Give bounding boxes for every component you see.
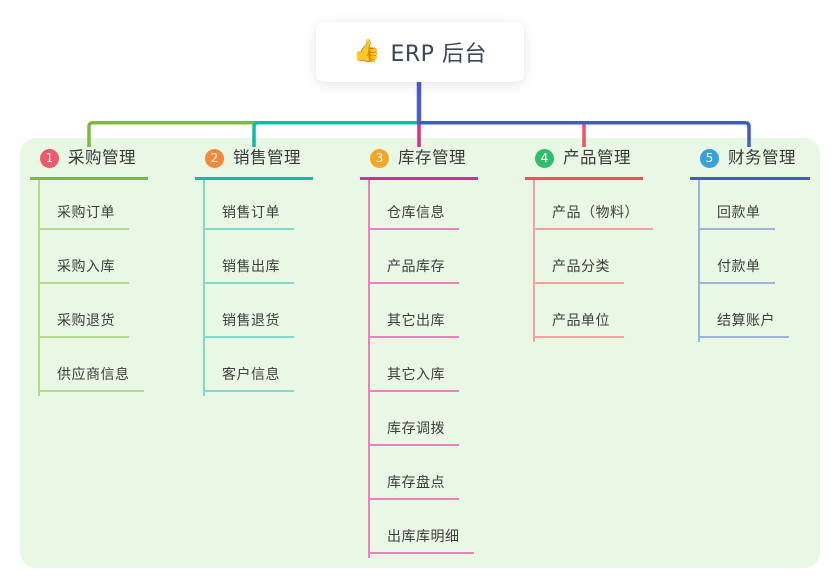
- leaf-label[interactable]: 产品分类: [533, 256, 624, 284]
- leaf-label[interactable]: 采购订单: [38, 202, 129, 230]
- branch-items-product: 产品（物料） 产品分类 产品单位: [533, 176, 653, 342]
- branch-items-sales: 销售订单 销售出库 销售退货 客户信息: [203, 176, 294, 396]
- leaf-label[interactable]: 采购入库: [38, 256, 129, 284]
- leaf-label[interactable]: 付款单: [698, 256, 775, 284]
- root-title: ERP 后台: [390, 42, 487, 67]
- leaf-node: 付款单: [698, 230, 789, 284]
- leaf-label[interactable]: 产品库存: [368, 256, 459, 284]
- leaf-node: 其它出库: [368, 284, 474, 338]
- modules-panel: [20, 138, 820, 568]
- leaf-node: 客户信息: [203, 338, 294, 392]
- leaf-label[interactable]: 其它入库: [368, 364, 459, 392]
- branch-header-product[interactable]: 4 产品管理: [525, 146, 643, 180]
- leaf-label[interactable]: 仓库信息: [368, 202, 459, 230]
- branch-title: 库存管理: [398, 148, 466, 167]
- branch-header-finance[interactable]: 5 财务管理: [690, 146, 810, 180]
- branch-number-badge: 5: [700, 148, 719, 168]
- leaf-node: 采购订单: [38, 176, 144, 230]
- leaf-label[interactable]: 产品单位: [533, 310, 624, 338]
- leaf-node: 回款单: [698, 176, 789, 230]
- branch-number-badge: 4: [535, 148, 554, 168]
- leaf-node: 采购入库: [38, 230, 144, 284]
- leaf-node: 采购退货: [38, 284, 144, 338]
- branch-title: 销售管理: [233, 148, 301, 167]
- leaf-node: 库存调拨: [368, 392, 474, 446]
- branch-vertical-line: [368, 180, 370, 558]
- leaf-node: 出库库明细: [368, 500, 474, 554]
- leaf-node: 产品分类: [533, 230, 653, 284]
- leaf-node: 产品库存: [368, 230, 474, 284]
- leaf-node: 结算账户: [698, 284, 789, 338]
- branch-vertical-line: [38, 180, 40, 396]
- branch-header-sales[interactable]: 2 销售管理: [195, 146, 313, 180]
- branch-header-procurement[interactable]: 1 采购管理: [30, 146, 148, 180]
- leaf-label[interactable]: 库存盘点: [368, 472, 459, 500]
- branch-number-badge: 2: [205, 148, 224, 168]
- branch-vertical-line: [533, 180, 535, 342]
- leaf-label[interactable]: 销售退货: [203, 310, 294, 338]
- leaf-label[interactable]: 客户信息: [203, 364, 294, 392]
- leaf-node: 销售订单: [203, 176, 294, 230]
- branch-title: 产品管理: [563, 148, 631, 167]
- thumbs-up-icon: 👍: [353, 39, 381, 64]
- leaf-label[interactable]: 产品（物料）: [533, 202, 653, 230]
- leaf-label[interactable]: 销售订单: [203, 202, 294, 230]
- leaf-node: 产品单位: [533, 284, 653, 338]
- leaf-label[interactable]: 采购退货: [38, 310, 129, 338]
- leaf-node: 仓库信息: [368, 176, 474, 230]
- leaf-node: 库存盘点: [368, 446, 474, 500]
- branch-vertical-line: [203, 180, 205, 396]
- branch-items-finance: 回款单 付款单 结算账户: [698, 176, 789, 342]
- leaf-node: 其它入库: [368, 338, 474, 392]
- leaf-label[interactable]: 回款单: [698, 202, 775, 230]
- branch-number-badge: 1: [40, 148, 59, 168]
- branch-title: 采购管理: [68, 148, 136, 167]
- branch-number-badge: 3: [370, 148, 389, 168]
- leaf-label[interactable]: 出库库明细: [368, 526, 474, 554]
- branch-title: 财务管理: [728, 148, 796, 167]
- branch-vertical-line: [698, 180, 700, 342]
- leaf-label[interactable]: 销售出库: [203, 256, 294, 284]
- root-node[interactable]: 👍 ERP 后台: [316, 22, 524, 82]
- leaf-label[interactable]: 结算账户: [698, 310, 789, 338]
- leaf-label[interactable]: 其它出库: [368, 310, 459, 338]
- branch-items-procurement: 采购订单 采购入库 采购退货 供应商信息: [38, 176, 144, 396]
- branch-header-inventory[interactable]: 3 库存管理: [360, 146, 478, 180]
- branch-items-inventory: 仓库信息 产品库存 其它出库 其它入库 库存调拨 库存盘点 出库库明细: [368, 176, 474, 558]
- leaf-node: 销售出库: [203, 230, 294, 284]
- leaf-node: 供应商信息: [38, 338, 144, 392]
- leaf-label[interactable]: 供应商信息: [38, 364, 144, 392]
- leaf-node: 销售退货: [203, 284, 294, 338]
- leaf-node: 产品（物料）: [533, 176, 653, 230]
- leaf-label[interactable]: 库存调拨: [368, 418, 459, 446]
